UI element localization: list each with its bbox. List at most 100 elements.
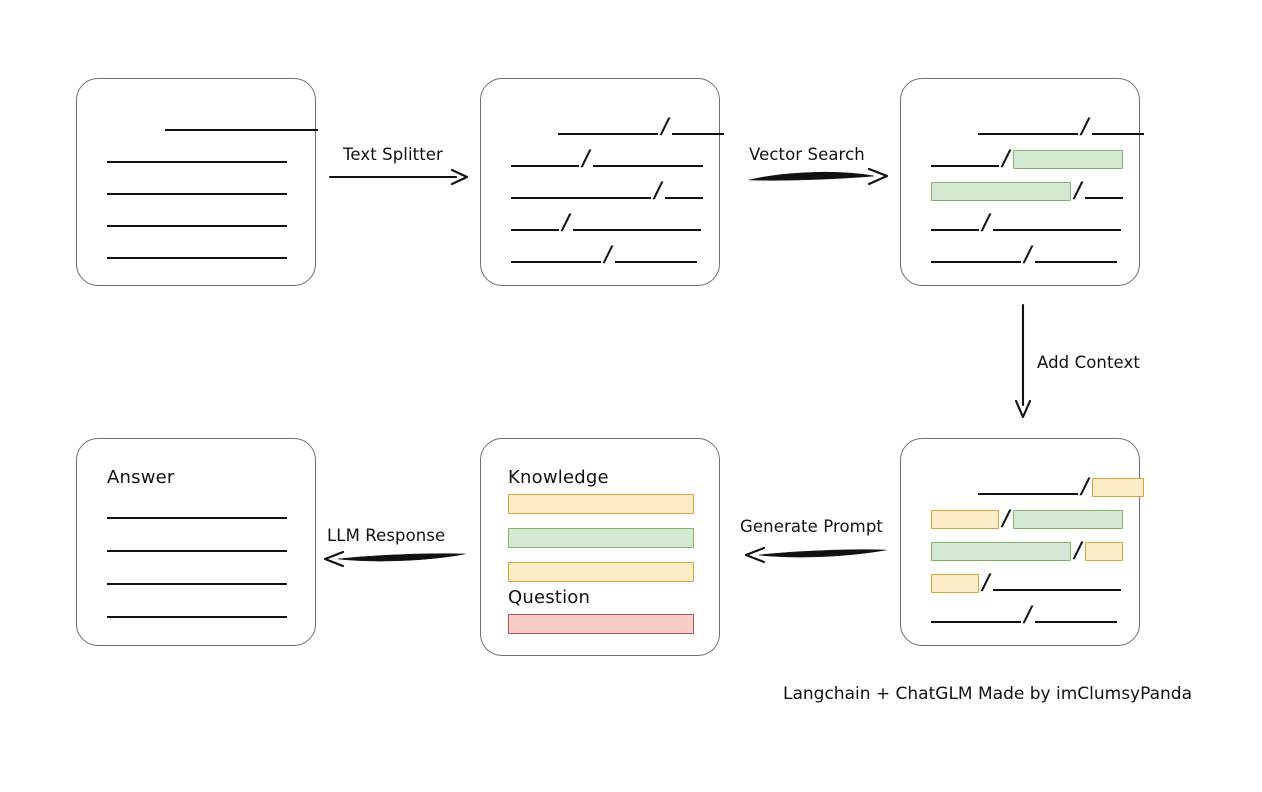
text-line-segment [978, 493, 1078, 495]
split-document-rows: / / / / / [481, 79, 724, 285]
text-row [107, 600, 287, 620]
node-answer: Answer [76, 438, 316, 646]
segment-separator: / [562, 209, 570, 234]
segment-separator: / [582, 145, 590, 170]
text-line-segment [511, 261, 601, 263]
text-line-segment [107, 550, 287, 552]
text-row [107, 177, 287, 197]
text-row: / [931, 601, 1117, 626]
diagram-caption: Langchain + ChatGLM Made by imClumsyPand… [783, 684, 1192, 704]
text-row: / [931, 537, 1123, 562]
text-line-segment [511, 197, 651, 199]
text-line-segment [931, 229, 979, 231]
node-split-document: / / / / / [480, 78, 724, 286]
text-row: / [931, 145, 1123, 170]
question-bar-1 [508, 614, 694, 634]
text-line-segment [1035, 621, 1117, 623]
text-row [107, 241, 287, 261]
node-prompt: Knowledge Question [480, 438, 720, 656]
text-row [107, 113, 318, 133]
text-line-segment [107, 161, 287, 163]
text-line-segment [993, 229, 1121, 231]
highlight-chunk-green [931, 181, 1071, 201]
text-line-segment [511, 229, 559, 231]
edge-label-llm-response: LLM Response [327, 526, 446, 545]
source-document-rows [77, 79, 318, 285]
text-row [107, 501, 287, 521]
node-matched-document: / / / / / [900, 78, 1144, 286]
node-context-document: / / / / / [900, 438, 1144, 646]
text-line-segment [672, 133, 724, 135]
text-row: / [931, 113, 1144, 138]
text-line-segment [665, 197, 703, 199]
text-line-segment [573, 229, 701, 231]
segment-separator: / [1074, 537, 1082, 562]
text-line-segment [107, 193, 287, 195]
text-row [107, 145, 287, 165]
text-line-segment [558, 133, 658, 135]
text-row [107, 567, 287, 587]
text-row: / [931, 569, 1121, 594]
segment-separator: / [982, 209, 990, 234]
highlight-chunk-yellow [931, 573, 979, 593]
segment-separator: / [1074, 177, 1082, 202]
prompt-knowledge-label: Knowledge [508, 467, 609, 488]
node-source-document [76, 78, 318, 286]
context-document-rows: / / / / / [901, 439, 1144, 645]
arrow-generate-prompt [744, 546, 887, 564]
edge-label-generate-prompt: Generate Prompt [740, 517, 883, 536]
segment-separator: / [1024, 241, 1032, 266]
segment-separator: / [982, 569, 990, 594]
knowledge-bar-2 [508, 528, 694, 548]
text-line-segment [931, 165, 999, 167]
text-line-segment [993, 589, 1121, 591]
text-line-segment [165, 129, 318, 131]
answer-label: Answer [107, 467, 175, 488]
text-row [107, 534, 287, 554]
segment-separator: / [1002, 505, 1010, 530]
text-row: / [511, 209, 701, 234]
highlight-chunk-green [1013, 149, 1123, 169]
text-line-segment [1085, 197, 1123, 199]
text-line-segment [615, 261, 697, 263]
arrow-text-splitter [328, 168, 469, 186]
text-row [107, 209, 287, 229]
arrow-llm-response [323, 550, 466, 568]
segment-separator: / [1024, 601, 1032, 626]
text-line-segment [931, 261, 1021, 263]
text-line-segment [107, 583, 287, 585]
text-row: / [511, 243, 697, 265]
text-line-segment [931, 621, 1021, 623]
segment-separator: / [1081, 473, 1089, 498]
matched-document-rows: / / / / / [901, 79, 1144, 285]
segment-separator: / [1081, 113, 1089, 138]
text-row: / [511, 177, 703, 202]
arrow-add-context [1014, 303, 1032, 419]
text-row: / [931, 177, 1123, 202]
highlight-chunk-yellow [1092, 477, 1144, 497]
text-row: / [931, 241, 1117, 266]
edge-label-add-context: Add Context [1037, 353, 1140, 372]
highlight-chunk-green [931, 541, 1071, 561]
text-line-segment [107, 616, 287, 618]
highlight-chunk-yellow [931, 509, 999, 529]
segment-separator: / [661, 113, 669, 138]
knowledge-bar-3 [508, 562, 694, 582]
text-line-segment [511, 165, 579, 167]
highlight-chunk-green [1013, 509, 1123, 529]
segment-separator: / [654, 177, 662, 202]
answer-rows [77, 501, 315, 645]
edge-label-vector-search: Vector Search [749, 145, 865, 164]
knowledge-bar-1 [508, 494, 694, 514]
text-line-segment [593, 165, 703, 167]
text-line-segment [1092, 133, 1144, 135]
text-line-segment [107, 257, 287, 259]
prompt-question-label: Question [508, 587, 591, 608]
highlight-chunk-yellow [1085, 541, 1123, 561]
text-row: / [931, 473, 1144, 498]
edge-label-text-splitter: Text Splitter [343, 145, 443, 164]
text-line-segment [1035, 261, 1117, 263]
segment-separator: / [1002, 145, 1010, 170]
text-row: / [511, 145, 703, 170]
text-line-segment [107, 225, 287, 227]
